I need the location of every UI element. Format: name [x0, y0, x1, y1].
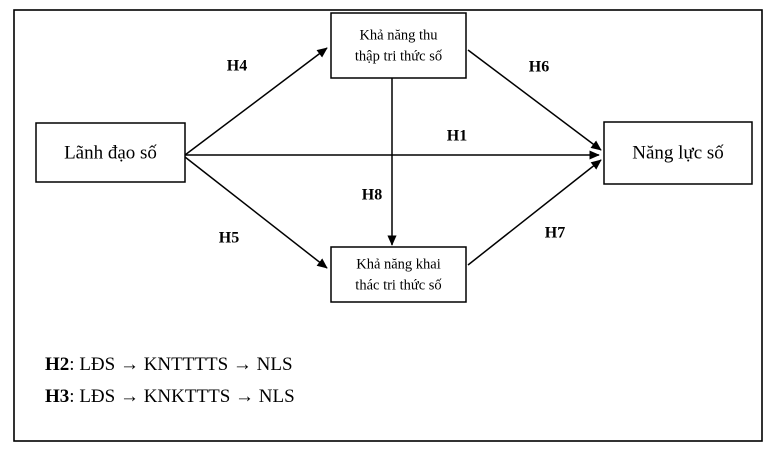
- legend-item-h3-tag: H3: [45, 386, 69, 407]
- legend-item-h3-text: LĐS → KNKTTTS → NLS: [79, 386, 294, 407]
- edges-group: [184, 47, 602, 269]
- node-knowledge-exploitation: [330, 246, 467, 303]
- node-knowledge-acquisition: [330, 12, 467, 79]
- node-digital-capability-label: Năng lực số: [632, 142, 724, 163]
- node-knowledge-exploitation-label-line2: thác tri thức số: [355, 277, 442, 293]
- edge-labels-group: H4 H6 H1 H5 H7 H8: [219, 58, 565, 247]
- figure-border: [13, 9, 763, 442]
- node-digital-leadership: [35, 122, 186, 183]
- node-digital-leadership-label: Lãnh đạo số: [64, 142, 157, 163]
- edge-label-h8: H8: [362, 187, 382, 204]
- legend-item-h2: H2: LĐS → KNTTTTS → NLS: [45, 354, 293, 375]
- edge-label-h4: H4: [227, 58, 247, 75]
- edge-h7-line: [467, 159, 602, 266]
- node-knowledge-exploitation-label-line1: Khả năng khai: [356, 256, 441, 272]
- edge-label-h7: H7: [545, 225, 565, 242]
- legend-group: H2: LĐS → KNTTTTS → NLS H3: LĐS → KNKTTT…: [45, 354, 295, 407]
- legend-item-h2-text: LĐS → KNTTTTS → NLS: [79, 354, 292, 375]
- edge-h6-line: [467, 49, 602, 151]
- node-knowledge-acquisition-label-line2: thập tri thức số: [355, 48, 443, 64]
- nodes-group: Lãnh đạo số Khả năng thu thập tri thức s…: [35, 12, 753, 303]
- legend-item-h3-sep: :: [69, 386, 79, 407]
- legend-item-h2-sep: :: [69, 354, 79, 375]
- edge-label-h1: H1: [447, 128, 467, 145]
- edge-h5-line: [184, 156, 328, 269]
- edge-h4-line: [184, 47, 328, 156]
- edge-label-h5: H5: [219, 230, 239, 247]
- node-digital-capability: [603, 121, 753, 185]
- node-knowledge-acquisition-label-line1: Khả năng thu: [359, 27, 437, 43]
- legend-item-h2-tag: H2: [45, 354, 69, 375]
- legend-item-h3: H3: LĐS → KNKTTTS → NLS: [45, 386, 295, 407]
- edge-label-h6: H6: [529, 59, 549, 76]
